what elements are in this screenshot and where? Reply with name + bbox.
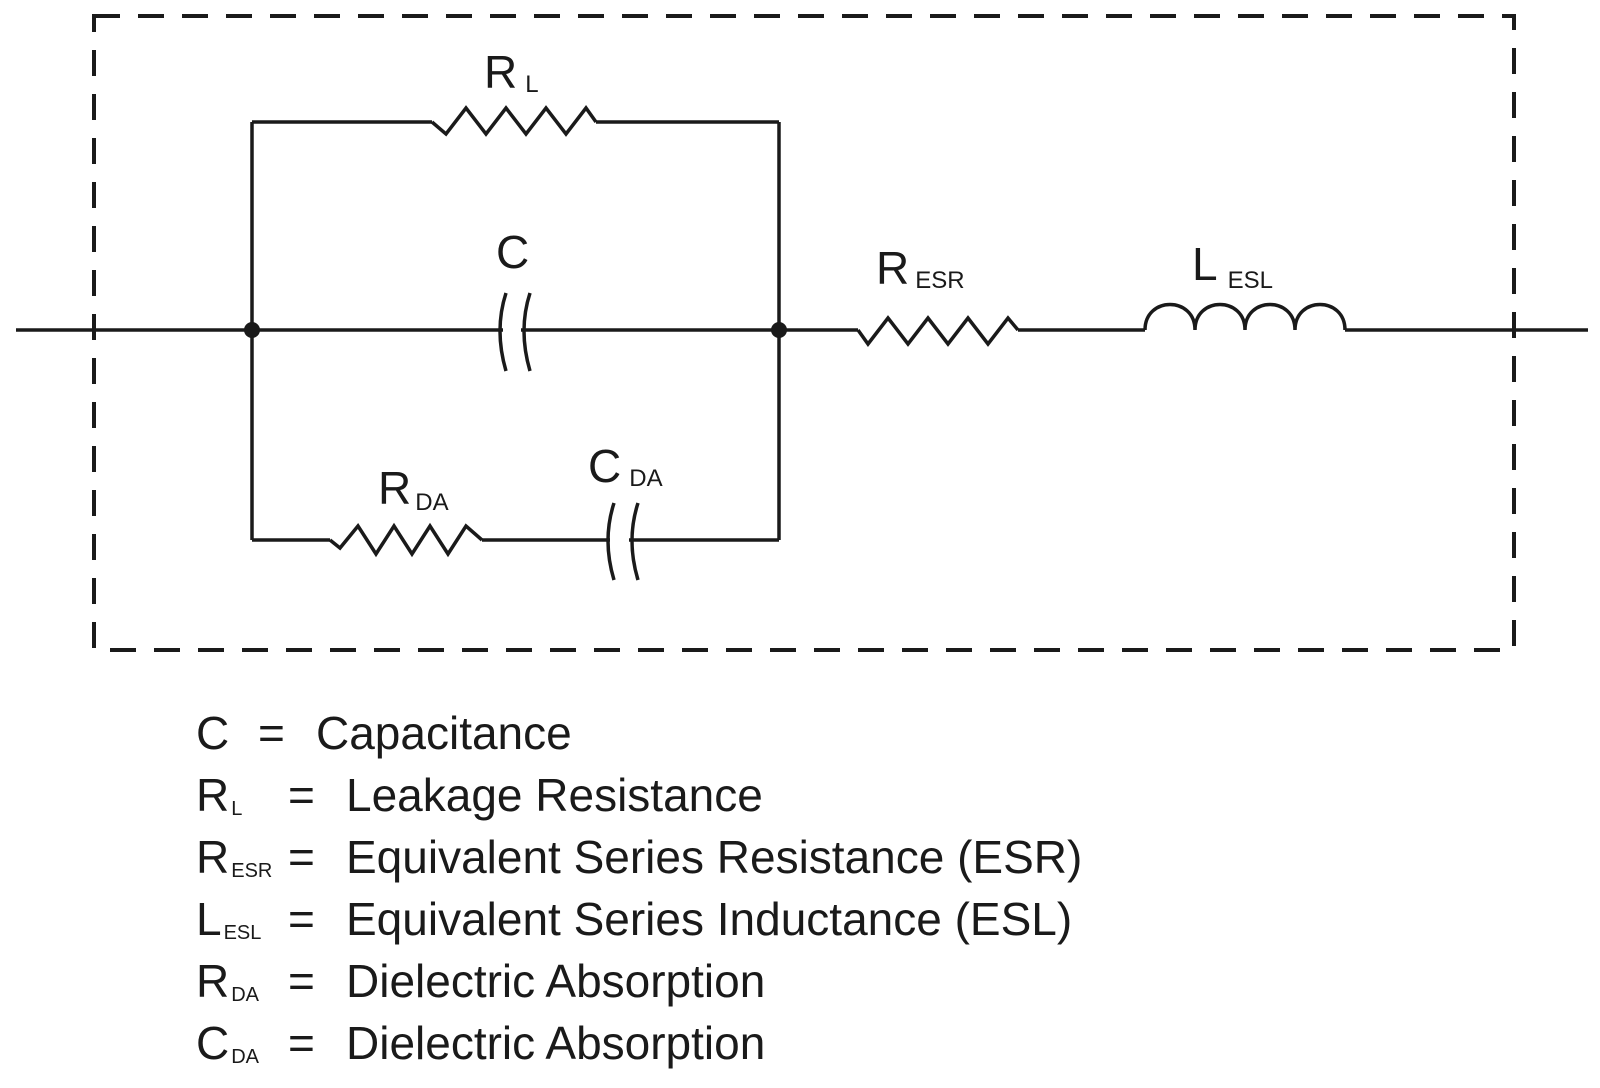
capacitor-plate-right <box>522 292 532 372</box>
legend-equals: = <box>288 769 315 821</box>
leakage-resistor-zigzag <box>430 105 598 137</box>
legend-symbol-main: C <box>196 707 230 759</box>
da-resistor-zigzag <box>328 522 484 558</box>
legend-equals: = <box>258 707 285 759</box>
junction-node-right <box>771 322 787 338</box>
da-capacitor-plate-left <box>606 502 616 581</box>
capacitor-plate-left <box>498 292 508 372</box>
label-esr-resistor-sub: ESR <box>915 267 964 294</box>
legend-description: Dielectric Absorption <box>346 1017 766 1069</box>
label-leakage-resistor-sub: L <box>525 71 538 98</box>
label-esr-resistor-symbol: R <box>876 242 909 294</box>
label-capacitor: C <box>496 226 529 278</box>
legend-row: C = Capacitance <box>196 702 1296 764</box>
legend-symbol-subscript: DA <box>231 1046 260 1068</box>
esr-resistor-zigzag <box>856 315 1020 347</box>
legend-description: Dielectric Absorption <box>346 955 766 1007</box>
legend-symbol-subscript: ESL <box>223 922 262 944</box>
label-leakage-resistor-symbol: R <box>484 46 517 98</box>
legend-symbol-main: L <box>196 893 222 945</box>
legend-symbol-subscript: ESR <box>231 860 273 882</box>
legend-description: Leakage Resistance <box>346 769 763 821</box>
legend-equals: = <box>288 955 315 1007</box>
label-esl-inductor: L ESL <box>1192 238 1273 294</box>
legend-symbol-main: R <box>196 955 230 1007</box>
label-da-resistor-symbol: R <box>378 462 411 514</box>
component-boundary <box>92 14 1516 652</box>
legend-symbol-main: R <box>196 831 230 883</box>
label-da-capacitor-symbol: C <box>588 440 621 492</box>
legend-equals: = <box>288 893 315 945</box>
legend-equals: = <box>288 831 315 883</box>
legend-description: Equivalent Series Resistance (ESR) <box>346 831 1083 883</box>
legend-symbol-main: C <box>196 1017 230 1069</box>
legend-description: Capacitance <box>316 707 572 759</box>
label-capacitor-symbol: C <box>496 226 529 278</box>
label-da-resistor-sub: DA <box>415 489 448 516</box>
label-da-capacitor: C DA <box>588 440 663 492</box>
legend-description: Equivalent Series Inductance (ESL) <box>346 893 1073 945</box>
legend-symbol: C <box>196 702 229 764</box>
legend-symbol-subscript: L <box>231 798 243 820</box>
legend-equals: = <box>288 1017 315 1069</box>
legend-symbol-main: R <box>196 769 230 821</box>
label-esl-inductor-symbol: L <box>1192 238 1218 290</box>
legend-symbol-subscript: DA <box>231 984 260 1006</box>
junction-node-left <box>244 322 260 338</box>
label-esl-inductor-sub: ESL <box>1228 267 1273 294</box>
esl-inductor-coil <box>1143 302 1347 331</box>
label-da-capacitor-sub: DA <box>629 465 662 492</box>
